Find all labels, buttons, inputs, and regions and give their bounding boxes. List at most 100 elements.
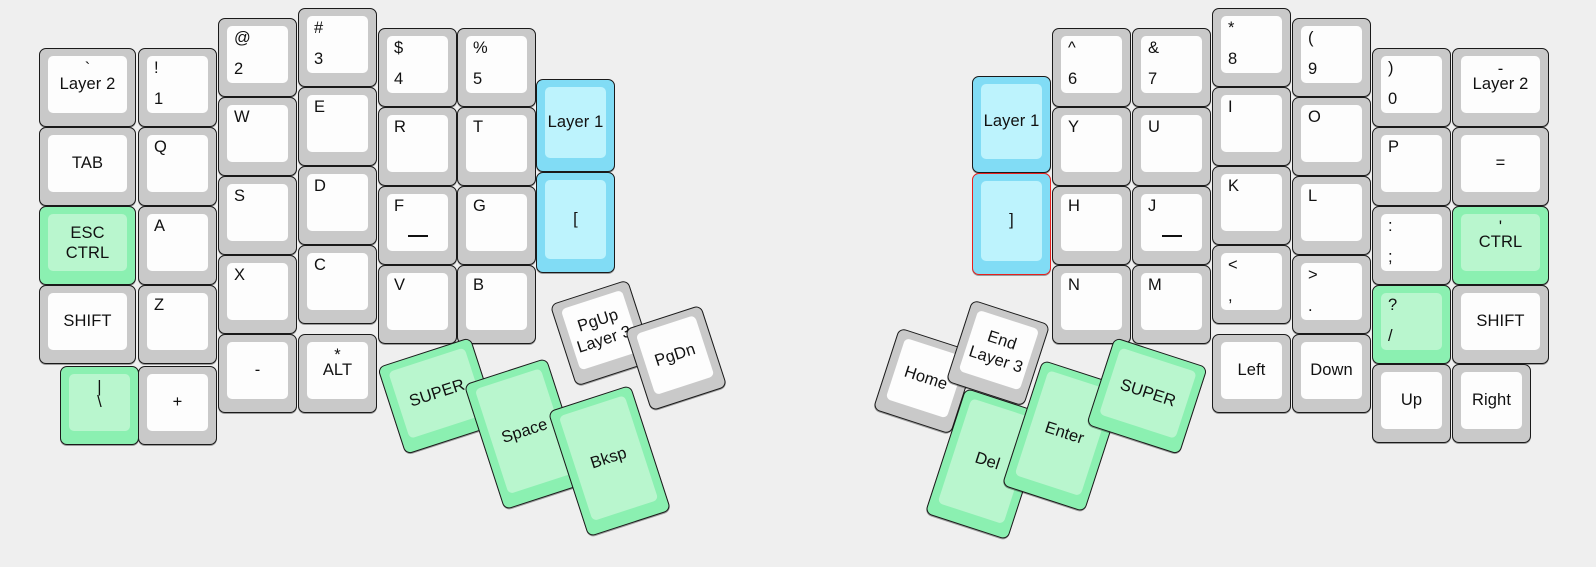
key-legend: Right: [1471, 390, 1512, 409]
key-cap: U: [1141, 115, 1202, 172]
key-legend: T: [473, 118, 484, 136]
key-cap: ]: [981, 181, 1042, 261]
key-t[interactable]: T: [457, 107, 536, 186]
key-legend: Q: [154, 138, 167, 156]
key-cap: Left: [1221, 342, 1282, 399]
key-plus[interactable]: +: [138, 366, 217, 445]
key-down-arrow[interactable]: Down: [1292, 334, 1371, 413]
key-6-caret[interactable]: ^6: [1052, 28, 1131, 107]
key-legend: End Layer 3: [966, 327, 1026, 377]
key-m[interactable]: M: [1132, 265, 1211, 344]
key-1-exclaim[interactable]: !1: [138, 48, 217, 127]
key-cap: @2: [227, 26, 288, 83]
key-legend: R: [394, 118, 407, 136]
key-shift-right[interactable]: SHIFT: [1452, 285, 1549, 364]
key-legend: S: [234, 187, 246, 205]
key-x[interactable]: X: [218, 255, 297, 334]
key-legend: `: [84, 60, 91, 78]
key-w[interactable]: W: [218, 97, 297, 176]
key-5-percent[interactable]: %5: [457, 28, 536, 107]
key-y[interactable]: Y: [1052, 107, 1131, 186]
key-4-dollar[interactable]: $4: [378, 28, 457, 107]
key-e[interactable]: E: [298, 87, 377, 166]
key-b[interactable]: B: [457, 265, 536, 344]
key-cap: O: [1301, 105, 1362, 162]
key-cap: S: [227, 184, 288, 241]
key-k[interactable]: K: [1212, 166, 1291, 245]
key-legend: @: [234, 29, 251, 47]
key-legend: 5: [473, 70, 483, 89]
key-minus[interactable]: -: [218, 334, 297, 413]
key-up-arrow[interactable]: Up: [1372, 364, 1451, 443]
key-o[interactable]: O: [1292, 97, 1371, 176]
key-legend: +: [172, 392, 183, 411]
key-legend: 0: [1388, 90, 1398, 109]
key-semicolon[interactable]: :;: [1372, 206, 1451, 285]
key-left-arrow[interactable]: Left: [1212, 334, 1291, 413]
key-g[interactable]: G: [457, 186, 536, 265]
key-legend: -: [254, 360, 261, 379]
key-v[interactable]: V: [378, 265, 457, 344]
key-z[interactable]: Z: [138, 285, 217, 364]
key-period[interactable]: >.: [1292, 255, 1371, 334]
key-tab[interactable]: TAB: [39, 127, 136, 206]
key-legend: ^: [1068, 39, 1076, 57]
key-bracket-left[interactable]: [: [536, 172, 615, 273]
key-legend: |: [97, 378, 102, 396]
key-cap: T: [466, 115, 527, 172]
key-c[interactable]: C: [298, 245, 377, 324]
key-legend: [: [573, 209, 578, 228]
key-u[interactable]: U: [1132, 107, 1211, 186]
key-comma[interactable]: <,: [1212, 245, 1291, 324]
homing-bar-icon: [407, 235, 428, 237]
key-legend: 8: [1228, 50, 1238, 69]
key-legend: !: [154, 59, 159, 77]
key-f[interactable]: F: [378, 186, 457, 265]
key-layer1-left[interactable]: Layer 1: [536, 79, 615, 172]
key-l[interactable]: L: [1292, 176, 1371, 255]
key-i[interactable]: I: [1212, 87, 1291, 166]
key-0-paren[interactable]: )0: [1372, 48, 1451, 127]
key-alt[interactable]: *ALT: [298, 334, 377, 413]
key-legend: *: [334, 346, 341, 364]
key-j[interactable]: J: [1132, 186, 1211, 265]
key-3-hash[interactable]: #3: [298, 8, 377, 87]
key-q[interactable]: Q: [138, 127, 217, 206]
key-legend: 4: [394, 70, 404, 89]
key-shift-left[interactable]: SHIFT: [39, 285, 136, 364]
key-s[interactable]: S: [218, 176, 297, 255]
key-quote-ctrl[interactable]: 'CTRL: [1452, 206, 1549, 285]
key-pipe-backslash[interactable]: |\: [60, 366, 139, 445]
key-h[interactable]: H: [1052, 186, 1131, 265]
key-slash[interactable]: ?/: [1372, 285, 1451, 364]
key-cap: -Layer 2: [1461, 56, 1540, 113]
key-legend: 3: [314, 50, 324, 69]
key-legend: <: [1228, 256, 1238, 274]
key-cap: I: [1221, 95, 1282, 152]
key-legend: Up: [1400, 390, 1423, 409]
key-9-paren[interactable]: (9: [1292, 18, 1371, 97]
key-right-arrow[interactable]: Right: [1452, 364, 1531, 443]
key-layer2-minus[interactable]: -Layer 2: [1452, 48, 1549, 127]
key-legend: H: [1068, 197, 1081, 215]
key-legend: C: [314, 256, 327, 274]
key-cap: )0: [1381, 56, 1442, 113]
key-p[interactable]: P: [1372, 127, 1451, 206]
key-8-asterisk[interactable]: *8: [1212, 8, 1291, 87]
key-n[interactable]: N: [1052, 265, 1131, 344]
key-d[interactable]: D: [298, 166, 377, 245]
key-cap: *8: [1221, 16, 1282, 73]
key-layer1-right[interactable]: Layer 1: [972, 76, 1051, 173]
key-layer2-grave[interactable]: `Layer 2: [39, 48, 136, 127]
key-esc-ctrl[interactable]: ESC CTRL: [39, 206, 136, 285]
key-legend: Layer 1: [547, 112, 604, 131]
key-legend: L: [1308, 187, 1318, 205]
key-equals[interactable]: =: [1452, 127, 1549, 206]
key-2-at[interactable]: @2: [218, 18, 297, 97]
key-7-ampersand[interactable]: &7: [1132, 28, 1211, 107]
key-bracket-right[interactable]: ]: [972, 173, 1051, 275]
key-legend: SUPER: [1117, 375, 1178, 411]
key-a[interactable]: A: [138, 206, 217, 285]
key-legend: ALT: [322, 360, 353, 379]
key-r[interactable]: R: [378, 107, 457, 186]
